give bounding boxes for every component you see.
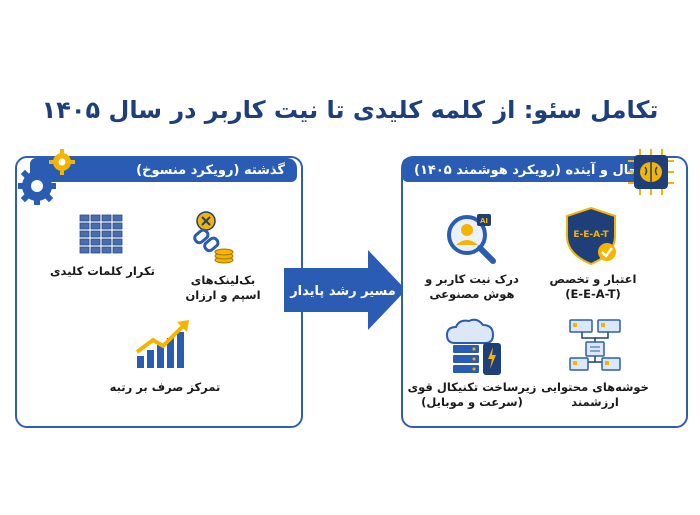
- future-item-clusters-label-2: ارزشمند: [571, 395, 619, 409]
- bar-chart-arrow-icon: [135, 320, 189, 368]
- broken-link-coins-icon: [193, 211, 234, 264]
- page-title: تکامل سئو: از کلمه کلیدی تا نیت کاربر در…: [41, 96, 659, 124]
- growth-path-label: مسیر رشد پایدار: [290, 284, 396, 299]
- eeat-badge-text: E-E-A-T: [573, 230, 609, 240]
- future-item-clusters-label-1: خوشه‌های محتوایی: [541, 380, 649, 394]
- future-panel: [401, 156, 688, 428]
- gears-icon: [18, 149, 75, 205]
- growth-path-arrow: [284, 250, 406, 330]
- past-panel: [15, 156, 303, 428]
- search-user-ai-icon: AI: [447, 214, 496, 264]
- future-header: حال و آینده (رویکرد هوشمند ۱۴۰۵): [402, 158, 650, 182]
- svg-text:AI: AI: [480, 217, 488, 225]
- cloud-server-mobile-icon: [445, 318, 501, 375]
- past-item-rank-focus-label: تمرکز صرف بر رتبه: [109, 380, 221, 394]
- future-item-eeat-label-2: (E-E-A-T): [565, 287, 621, 301]
- future-item-intent-label-2: هوش مصنوعی: [429, 287, 515, 301]
- future-item-intent-label-1: درک نیت کاربر و: [425, 272, 519, 286]
- keyword-grid-icon: [79, 214, 123, 254]
- past-item-backlinks-label-1: بک‌لینک‌های: [190, 273, 256, 287]
- future-item-eeat-label-1: اعتبار و تخصص: [549, 272, 637, 286]
- past-item-keywords-label: تکرار کلمات کلیدی: [50, 264, 155, 278]
- future-item-technical-label-2: (سرعت و موبایل): [421, 395, 523, 409]
- eeat-shield-icon: E-E-A-T: [566, 206, 616, 266]
- past-item-backlinks-label-2: اسپم و ارزان: [185, 288, 261, 302]
- ai-chip-brain-icon: [628, 149, 674, 195]
- content-cluster-icon: [569, 319, 621, 371]
- future-item-technical-label-1: زیرساخت تکنیکال قوی: [407, 380, 537, 394]
